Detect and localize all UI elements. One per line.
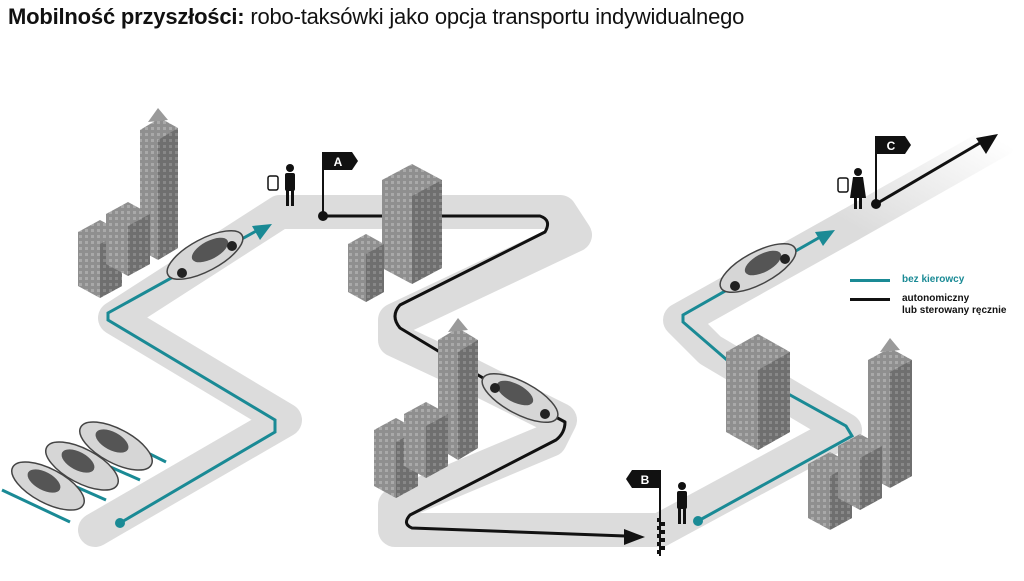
teal-arrow-1 [252,224,272,240]
start-dot [115,518,125,528]
person-b-icon [677,482,687,524]
finish-checker [657,518,665,554]
flag-a: A [322,152,358,214]
dot-c [871,199,881,209]
person-c-icon [837,168,866,209]
black-arrow-c [976,134,998,154]
building-low-center-2 [404,402,448,478]
building-low-left-2 [106,202,150,276]
title-bold: Mobilność przyszłości: [8,4,245,29]
building-mid-center [382,164,442,284]
building-small-center [348,234,384,302]
teal-arrow-2 [815,230,835,246]
legend-driven: autonomiczny lub sterowany ręcznie [850,293,1006,317]
building-low-right-2 [838,434,882,510]
parked-car-2 [45,441,119,491]
robotaxi-car-2 [481,372,559,424]
teal-dot-b [693,516,703,526]
legend-teal-swatch [850,279,890,282]
parked-car-1 [11,461,85,511]
page-title: Mobilność przyszłości: robo-taksówki jak… [8,4,744,30]
legend-driven-label-2: lub sterowany ręcznie [902,305,1007,316]
black-arrow-b [624,529,645,545]
flag-a-label: A [334,155,343,169]
person-a-icon [267,164,295,206]
legend-driven-label-1: autonomiczny [902,293,970,304]
robotaxi-car-3 [719,242,797,294]
dot-a [318,211,328,221]
flag-b-label: B [641,473,650,487]
title-rest: robo-taksówki jako opcja transportu indy… [244,4,745,29]
flag-c: C [875,136,911,202]
legend-driverless: bez kierowcy [850,274,1006,286]
flag-b: B [626,470,665,556]
legend-black-swatch [850,298,890,301]
building-mid-right [726,334,790,450]
legend-driverless-label: bez kierowcy [902,274,965,285]
legend: bez kierowcy autonomiczny lub sterowany … [850,274,1006,324]
robotaxi-car-1 [166,229,244,281]
flag-c-label: C [887,139,896,153]
parked-car-3 [79,421,153,471]
